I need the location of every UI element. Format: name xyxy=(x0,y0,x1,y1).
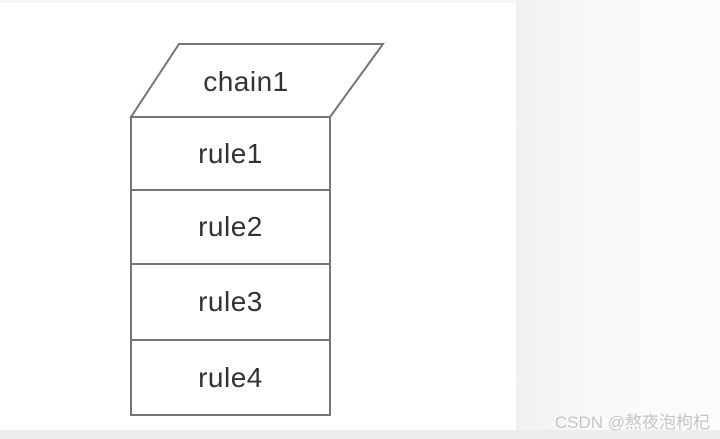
chain-parallelogram-shape xyxy=(129,43,385,118)
bottom-edge-strip xyxy=(0,430,720,439)
rule-box-shape-1 xyxy=(130,116,331,191)
rule-box-shape-4 xyxy=(130,339,331,416)
rule-box-shape-3 xyxy=(130,263,331,341)
rule-box-shape-2 xyxy=(130,189,331,265)
right-background-shade xyxy=(516,0,720,439)
csdn-watermark: CSDN @熬夜泡枸杞 xyxy=(554,413,710,432)
top-edge-strip xyxy=(0,0,720,3)
